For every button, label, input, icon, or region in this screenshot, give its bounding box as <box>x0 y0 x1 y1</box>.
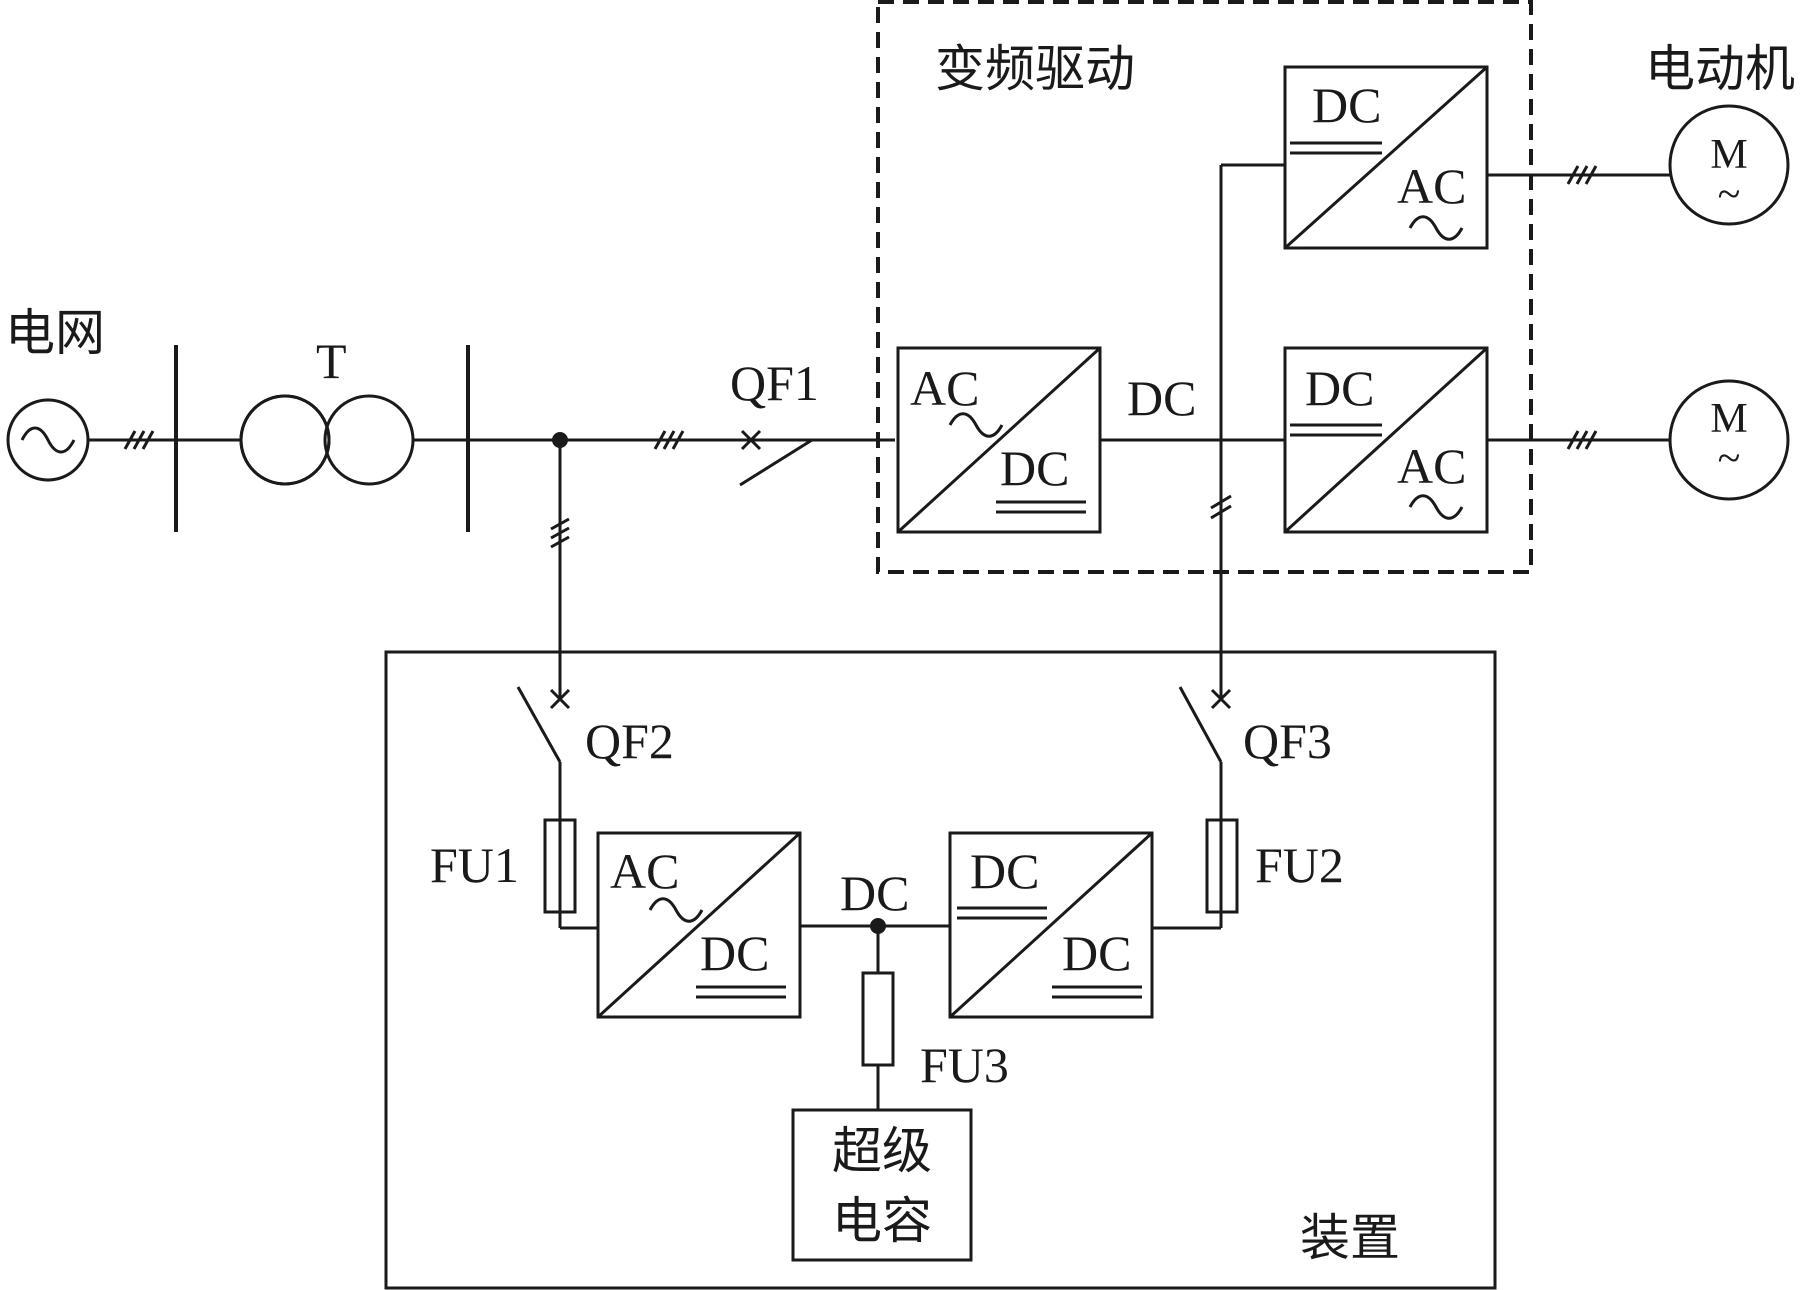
motor-ac-symbol: ~ <box>1718 436 1741 482</box>
transformer <box>239 394 415 486</box>
fu1-fuse <box>543 808 598 930</box>
fu3-fuse <box>861 926 895 1110</box>
motor-bottom: M ~ <box>1668 379 1790 501</box>
vfd-dc-bus <box>1100 163 1285 699</box>
motor-label: 电动机 <box>1645 40 1795 98</box>
three-phase-mark <box>123 430 155 450</box>
converter-in-label: DC <box>1312 77 1381 133</box>
qf1-breaker-cross <box>740 429 762 451</box>
fu2-label: FU2 <box>1255 837 1344 893</box>
motor-letter: M <box>1710 396 1747 442</box>
vfd-inverter-bottom-converter: DC AC <box>1283 346 1489 534</box>
device-label: 装置 <box>1300 1209 1400 1267</box>
fu1-label: FU1 <box>430 837 519 893</box>
qf3-breaker <box>1178 686 1232 820</box>
dc-bus-label: DC <box>1127 370 1196 426</box>
motor-ac-symbol: ~ <box>1718 172 1741 218</box>
converter-out-label: AC <box>1397 158 1466 214</box>
three-phase-mark <box>550 517 570 549</box>
vfd-inverter-top-converter: DC AC <box>1283 65 1489 250</box>
converter-out-label: DC <box>1000 440 1069 496</box>
converter-out-label: DC <box>700 925 769 981</box>
device-enclosure <box>384 650 1497 1290</box>
fu2-fuse <box>1152 808 1239 930</box>
two-wire-mark <box>1210 494 1232 520</box>
grid-label: 电网 <box>5 304 105 362</box>
vfd-enclosure <box>876 0 1533 574</box>
supercap-label-line1: 超级 <box>832 1122 932 1180</box>
qf1-label: QF1 <box>730 355 819 411</box>
transformer-label: T <box>316 333 347 389</box>
motor-letter: M <box>1710 132 1747 178</box>
dc-link-label: DC <box>840 865 909 921</box>
qf2-breaker <box>516 686 571 820</box>
vfd-label: 变频驱动 <box>935 40 1135 98</box>
three-phase-mark <box>653 430 685 450</box>
converter-in-label: AC <box>610 843 679 899</box>
grid-source <box>6 398 90 482</box>
motor-feeder-bottom <box>1487 430 1671 450</box>
converter-in-label: DC <box>1305 360 1374 416</box>
vfd-rectifier-converter: AC DC <box>896 346 1102 534</box>
supercapacitor-box: 超级 电容 <box>791 1108 973 1262</box>
supercap-label-line2: 电容 <box>832 1192 932 1250</box>
device-dcdc-converter: DC DC <box>948 831 1154 1019</box>
motor-feeder-top <box>1487 165 1671 185</box>
qf3-label: QF3 <box>1243 713 1332 769</box>
device-rectifier-converter: AC DC <box>596 831 802 1019</box>
fu3-label: FU3 <box>920 1037 1009 1093</box>
qf2-label: QF2 <box>585 713 674 769</box>
motor-top: M ~ <box>1668 104 1790 226</box>
converter-in-label: DC <box>970 843 1039 899</box>
main-feeder <box>88 438 895 487</box>
converter-out-label: DC <box>1062 925 1131 981</box>
converter-out-label: AC <box>1397 438 1466 494</box>
converter-in-label: AC <box>910 360 979 416</box>
